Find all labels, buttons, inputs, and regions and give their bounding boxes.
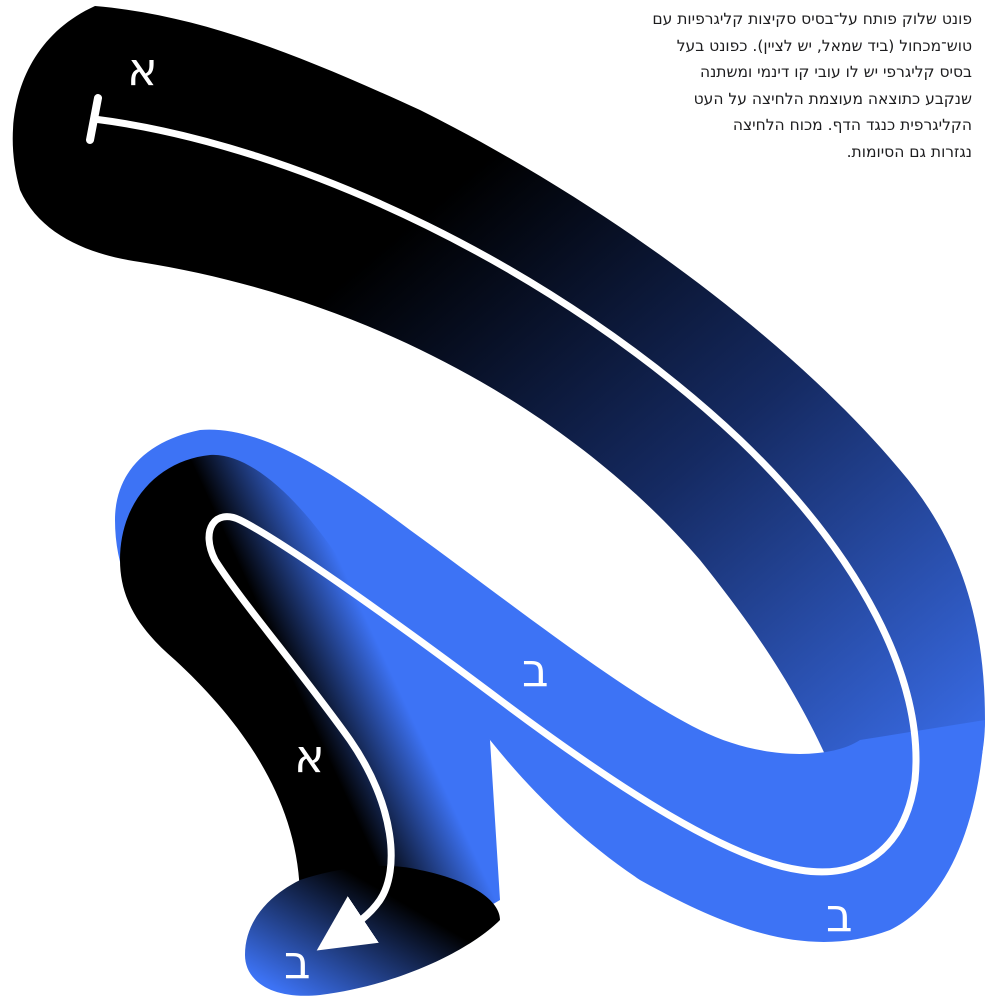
lower-left-shadow bbox=[120, 455, 500, 940]
label-aleph-bottom: א bbox=[294, 729, 325, 783]
label-aleph-top: א bbox=[127, 42, 158, 96]
label-bet-bottom: ב bbox=[284, 935, 311, 989]
label-bet-right: ב bbox=[826, 888, 853, 942]
label-bet-middle: ב bbox=[522, 643, 549, 697]
